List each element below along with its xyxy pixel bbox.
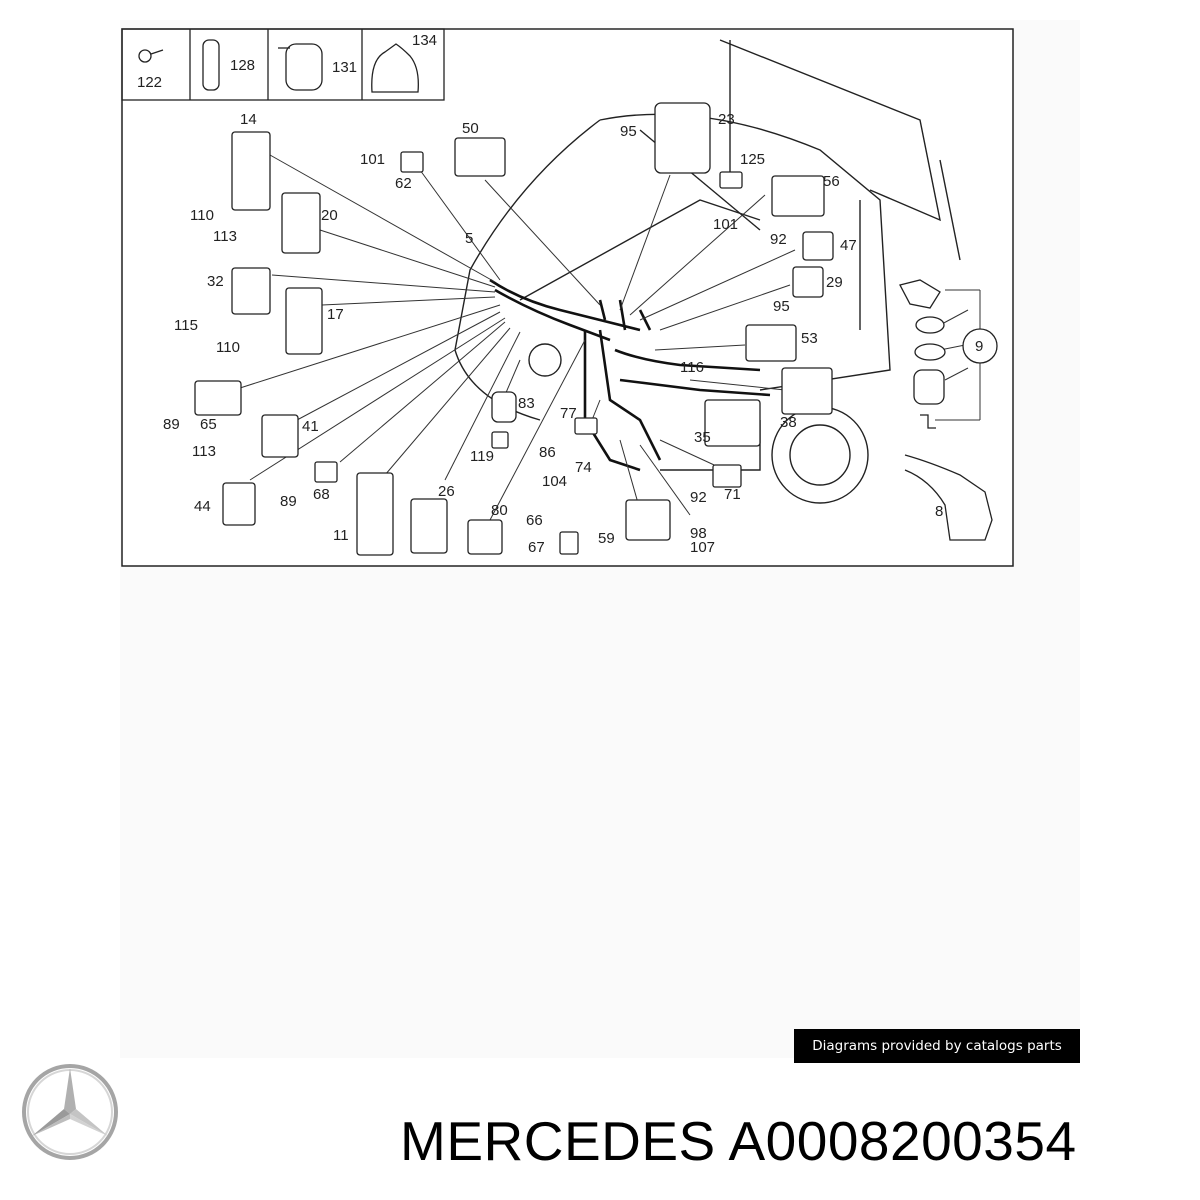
diagram-credit: Diagrams provided by catalogs parts (794, 1029, 1080, 1063)
part-label: 89 (163, 416, 180, 433)
part-label: 67 (528, 539, 545, 556)
connector-53 (745, 324, 797, 362)
connector-119 (491, 431, 509, 449)
part-label: 35 (694, 429, 711, 446)
part-label: 32 (207, 273, 224, 290)
part-label: 20 (321, 207, 338, 224)
part-label: 59 (598, 530, 615, 547)
part-label: 23 (718, 111, 735, 128)
part-label: 116 (680, 359, 704, 376)
connector-41 (261, 414, 299, 458)
connector-11 (356, 472, 394, 556)
part-label: 110 (190, 207, 214, 224)
part-label: 80 (491, 502, 508, 519)
part-label: 77 (560, 405, 577, 422)
legend-label-134: 134 (412, 32, 437, 49)
legend-box (121, 28, 445, 101)
connector-44 (222, 482, 256, 526)
sensor-parts (899, 279, 998, 541)
connector-17 (285, 287, 323, 355)
part-label: 101 (713, 216, 738, 233)
part-label: 14 (240, 111, 257, 128)
connector-29 (792, 266, 824, 298)
mercedes-star-icon (22, 1064, 118, 1160)
part-label: 119 (470, 448, 494, 465)
part-label: 38 (780, 414, 797, 431)
connector-83 (491, 391, 517, 423)
connector-125 (719, 171, 743, 189)
part-label: 92 (770, 231, 787, 248)
part-label: 53 (801, 330, 818, 347)
part-label: 125 (740, 151, 765, 168)
connector-47 (802, 231, 834, 261)
part-label: 50 (462, 120, 479, 137)
connector-77 (574, 417, 598, 435)
connector-35 (704, 399, 761, 447)
part-label: 68 (313, 486, 330, 503)
part-label: 86 (539, 444, 556, 461)
connector-20 (281, 192, 321, 254)
connector-23 (654, 102, 711, 174)
part-label: 107 (690, 539, 715, 556)
connector-67 (559, 531, 579, 555)
connector-38 (781, 367, 833, 415)
part-label: 44 (194, 498, 211, 515)
connector-65 (194, 380, 242, 416)
legend-label-122: 122 (137, 74, 162, 91)
part-number-title: MERCEDES A0008200354 (400, 1110, 1077, 1172)
connector-32 (231, 267, 271, 315)
part-label: 47 (840, 237, 857, 254)
connector-71 (712, 464, 742, 488)
connector-26 (410, 498, 448, 554)
part-label: 92 (690, 489, 707, 506)
part-label: 95 (773, 298, 790, 315)
part-label: 17 (327, 306, 344, 323)
part-label: 115 (174, 317, 198, 334)
part-label: 65 (200, 416, 217, 433)
connector-blocks (194, 102, 834, 556)
part-label: 62 (395, 175, 412, 192)
connector-59 (625, 499, 671, 541)
part-label: 41 (302, 418, 319, 435)
part-label: 29 (826, 274, 843, 291)
connector-68 (314, 461, 338, 483)
part-label: 104 (542, 473, 567, 490)
part-label: 5 (465, 230, 473, 247)
legend-label-131: 131 (332, 59, 357, 76)
connector-14 (231, 131, 271, 211)
part-label: 110 (216, 339, 240, 356)
part-label: 95 (620, 123, 637, 140)
part-label: 71 (724, 486, 741, 503)
part-label: 56 (823, 173, 840, 190)
part-label: 8 (935, 503, 943, 520)
part-label: 11 (333, 527, 349, 544)
part-label: 83 (518, 395, 535, 412)
connector-80 (467, 519, 503, 555)
part-label: 98 (690, 525, 707, 542)
part-label: 101 (360, 151, 385, 168)
wiring-harness (489, 278, 771, 472)
part-label: 9 (975, 338, 983, 355)
part-label: 113 (213, 228, 237, 245)
part-label: 74 (575, 459, 592, 476)
legend-label-128: 128 (230, 57, 255, 74)
connector-56 (771, 175, 825, 217)
part-label: 26 (438, 483, 455, 500)
connector-50 (454, 137, 506, 177)
connector-62 (400, 151, 424, 173)
part-label: 89 (280, 493, 297, 510)
part-label: 66 (526, 512, 543, 529)
part-label: 113 (192, 443, 216, 460)
